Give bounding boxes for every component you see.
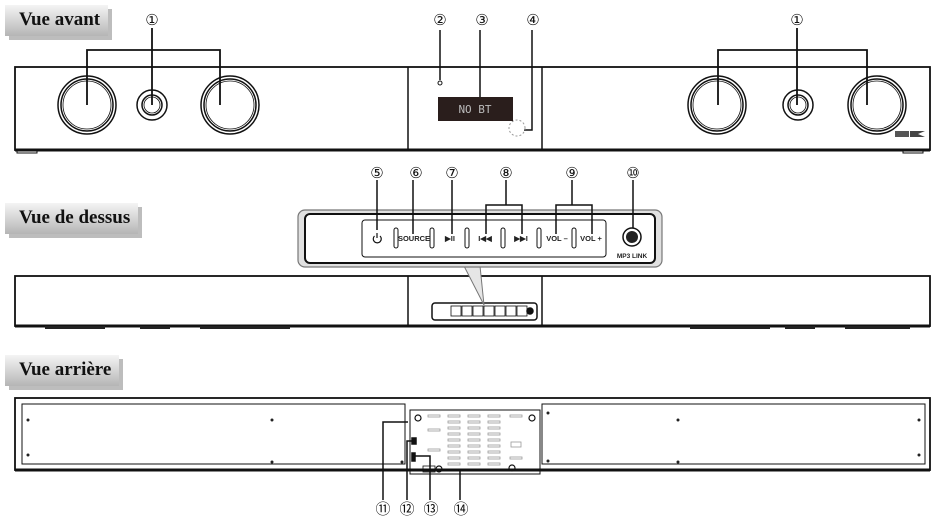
usb-port [422, 465, 436, 473]
nfc-icon [508, 119, 526, 137]
speaker-driver-right-1 [687, 75, 747, 135]
led-display [438, 97, 513, 121]
power-icon[interactable] [372, 233, 382, 244]
audio-jack-icon[interactable] [622, 227, 642, 247]
volume-up-button[interactable]: VOL + [580, 234, 602, 243]
callout-14: ⑭ [453, 500, 468, 518]
speaker-driver-right-2 [847, 75, 907, 135]
speaker-driver-left-2 [200, 75, 260, 135]
callout-13: ⑬ [423, 500, 438, 518]
callout-3: ③ [475, 11, 488, 29]
callout-1-right: ① [790, 11, 803, 29]
tweeter-right [782, 89, 814, 121]
top-bar [14, 275, 931, 329]
play-pause-button[interactable]: ▶II [444, 234, 455, 243]
callout-8: ⑧ [499, 164, 512, 182]
callout-2: ② [433, 11, 446, 29]
callout-1-left: ① [145, 11, 158, 29]
volume-down-button[interactable]: VOL – [546, 234, 568, 243]
rear-bar [14, 397, 931, 500]
callout-11: ⑪ [375, 500, 390, 518]
callout-10: ⑩ [626, 164, 639, 182]
altec-logo [895, 131, 925, 137]
callout-9: ⑨ [565, 164, 578, 182]
front-view-title: Vue avant [5, 5, 109, 36]
aux-port [411, 452, 416, 462]
optical-port [411, 437, 417, 445]
previous-button[interactable]: I◀◀ [478, 234, 493, 243]
callout-6: ⑥ [409, 164, 422, 182]
callout-4: ④ [526, 11, 539, 29]
callout-7: ⑦ [445, 164, 458, 182]
source-button[interactable]: SOURCE [398, 234, 430, 243]
control-panel-zoom: SOURCE ▶II I◀◀ ▶▶I VOL – VOL + MP3 LINK [297, 209, 663, 268]
display-text: NO BT [458, 103, 491, 116]
callout-12: ⑫ [399, 500, 414, 518]
front-bar [14, 66, 931, 154]
vent-slots [427, 414, 523, 460]
next-button[interactable]: ▶▶I [513, 234, 528, 243]
mp3-link-label: MP3 LINK [617, 253, 648, 260]
callout-5: ⑤ [370, 164, 383, 182]
top-view-title: Vue de dessus [5, 203, 139, 234]
rear-view-title: Vue arrière [5, 355, 120, 386]
